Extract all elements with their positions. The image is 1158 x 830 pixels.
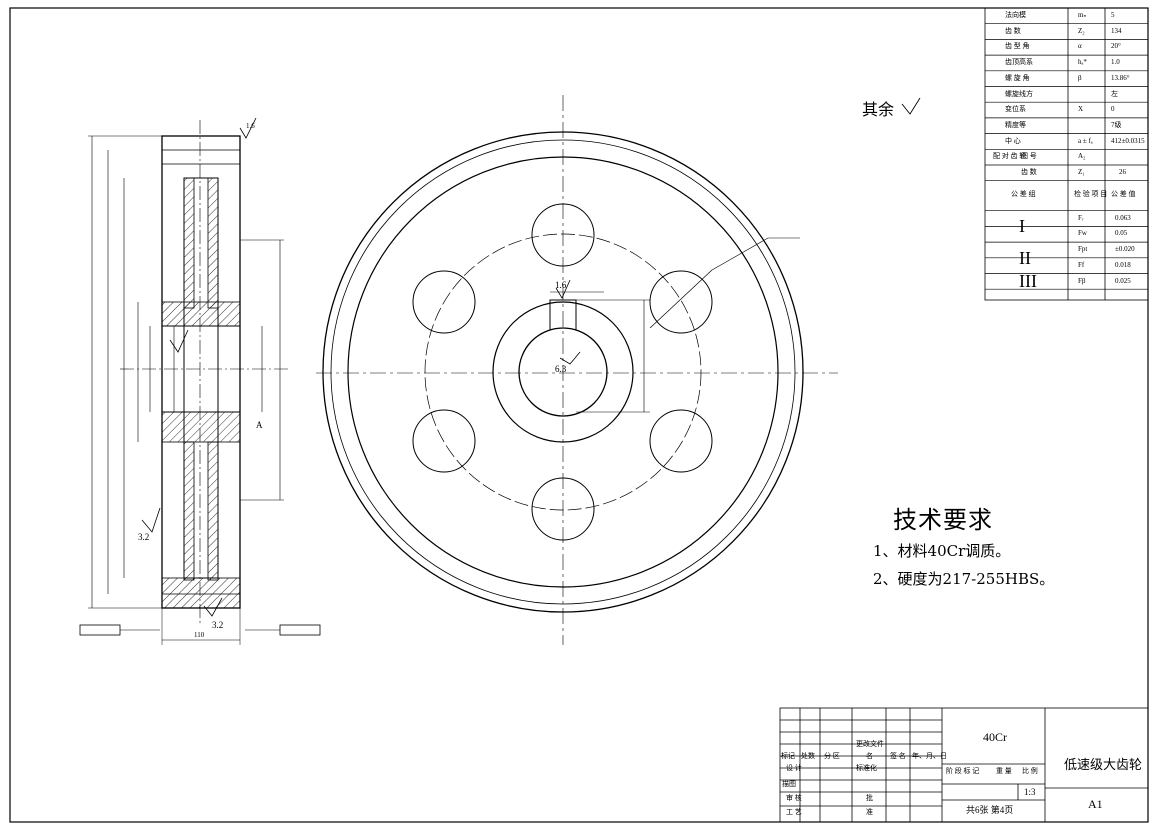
param-symbol: β — [1078, 73, 1082, 82]
mating-gear-label: 配 对 齿 轮 — [993, 152, 1027, 161]
name-label: 名 — [866, 752, 873, 760]
drawing-code: A1 — [1088, 797, 1103, 811]
param-name: 齿顶高系 — [1005, 58, 1033, 67]
tol-symbol: Fw — [1078, 229, 1087, 238]
roughness-keyway-label: 1.6 — [555, 280, 567, 290]
change-file-label: 更改文件 — [856, 740, 884, 748]
tol-value: ±0.020 — [1115, 245, 1135, 254]
zone-label: 分 区 — [824, 752, 840, 760]
roughness-bore-label: 6.3 — [555, 364, 567, 374]
param-name: 法向模 — [1005, 11, 1026, 19]
param-symbol: mₙ — [1078, 11, 1087, 19]
approve2-label: 准 — [866, 808, 873, 816]
date-label: 年、月、日 — [912, 752, 947, 760]
mating-drawing-no: 图 号 — [1021, 152, 1037, 161]
param-name: 螺 旋 角 — [1005, 73, 1030, 82]
tol-value: 0.025 — [1115, 276, 1131, 285]
scale-value: 1:3 — [1024, 787, 1036, 797]
param-value: 5 — [1111, 11, 1115, 19]
tol-value: 0.05 — [1115, 229, 1128, 238]
ratio-label: 比 例 — [1022, 767, 1038, 775]
param-symbol: hₐ* — [1078, 58, 1087, 67]
param-symbol: α — [1078, 42, 1082, 51]
tol-value-header: 公 差 值 — [1111, 189, 1136, 198]
tech-requirement-1: 1、材料40Cr调质。 — [873, 542, 1011, 560]
param-name: 螺旋线方 — [1005, 89, 1033, 98]
design-label: 设 计 — [786, 764, 802, 772]
tech-requirement-2: 2、硬度为217-255HBS。 — [873, 570, 1055, 588]
stage-mark-label: 阶 段 标 记 — [946, 767, 980, 775]
tol-symbol: Fβ — [1078, 276, 1086, 285]
tol-value: 0.018 — [1115, 260, 1131, 269]
mating-teeth-label: 齿 数 — [1021, 168, 1037, 176]
param-name: 精度等 — [1005, 120, 1026, 129]
tech-requirements-title: 技术要求 — [893, 506, 993, 534]
sign-label: 签 名 — [890, 752, 906, 760]
param-value: 0 — [1111, 105, 1115, 114]
param-name: 中 心 — [1005, 136, 1021, 145]
drawing-label: 描图 — [782, 780, 796, 788]
part-name: 低速级大齿轮 — [1064, 757, 1143, 772]
mating-teeth-value: 26 — [1119, 168, 1126, 176]
tolerance-group-label: II — [1019, 247, 1031, 268]
approve-label: 批 — [866, 794, 873, 802]
tol-group-header: 公 差 组 — [1011, 189, 1036, 198]
side-section-view — [79, 117, 321, 645]
param-name: 齿 数 — [1005, 26, 1021, 35]
roughness-symbol-icon — [901, 97, 921, 115]
tolerance-group-label: I — [1019, 216, 1025, 237]
datum-label: A — [256, 420, 263, 430]
mating-teeth-sym: Z₁ — [1078, 168, 1085, 176]
tol-value: 0.063 — [1115, 213, 1131, 222]
surface-roughness-note: 其余 — [862, 100, 895, 119]
param-value: 134 — [1111, 26, 1122, 35]
material-label: 40Cr — [983, 730, 1007, 744]
param-value: 左 — [1111, 89, 1118, 98]
param-symbol: X — [1078, 105, 1084, 114]
check-label: 审 核 — [786, 794, 802, 802]
roughness-left-label: 3.2 — [138, 532, 149, 542]
sheet-count: 共6张 第4页 — [966, 805, 1014, 815]
tol-item-header: 检 验 项 目 — [1074, 189, 1108, 198]
count-label: 处数 — [801, 752, 815, 760]
param-value: 20° — [1111, 42, 1121, 51]
tolerance-group-label: III — [1019, 271, 1037, 292]
tol-symbol: Fᵣ — [1078, 213, 1084, 222]
title-block-grid — [779, 707, 1149, 823]
param-symbol: a ± fₐ — [1078, 136, 1093, 145]
param-symbol: Z₂ — [1078, 26, 1085, 35]
param-value: 13.86° — [1111, 73, 1130, 82]
tol-symbol: Fpt — [1078, 245, 1088, 254]
sheet-border — [9, 7, 1149, 823]
process-label: 工 艺 — [786, 808, 802, 816]
weight-label: 重 量 — [996, 767, 1012, 775]
mark-label: 标记 — [781, 752, 795, 760]
param-name: 齿 型 角 — [1005, 42, 1030, 51]
mating-drawing-sym: A₂ — [1078, 152, 1086, 161]
standard-label: 标准化 — [856, 764, 877, 772]
roughness-bottom-label: 3.2 — [212, 620, 223, 630]
gear-parameter-table-grid — [984, 7, 1149, 301]
param-rows — [985, 23, 1148, 290]
roughness-top-label: 1.6 — [246, 122, 255, 130]
param-name: 变位系 — [1005, 105, 1026, 114]
param-value: 7级 — [1111, 120, 1122, 129]
tol-symbol: Ff — [1078, 260, 1085, 269]
param-value: 412±0.0315 — [1111, 136, 1145, 145]
width-dimension: 110 — [194, 631, 205, 639]
param-value: 1.0 — [1111, 58, 1120, 67]
front-view — [316, 95, 838, 645]
